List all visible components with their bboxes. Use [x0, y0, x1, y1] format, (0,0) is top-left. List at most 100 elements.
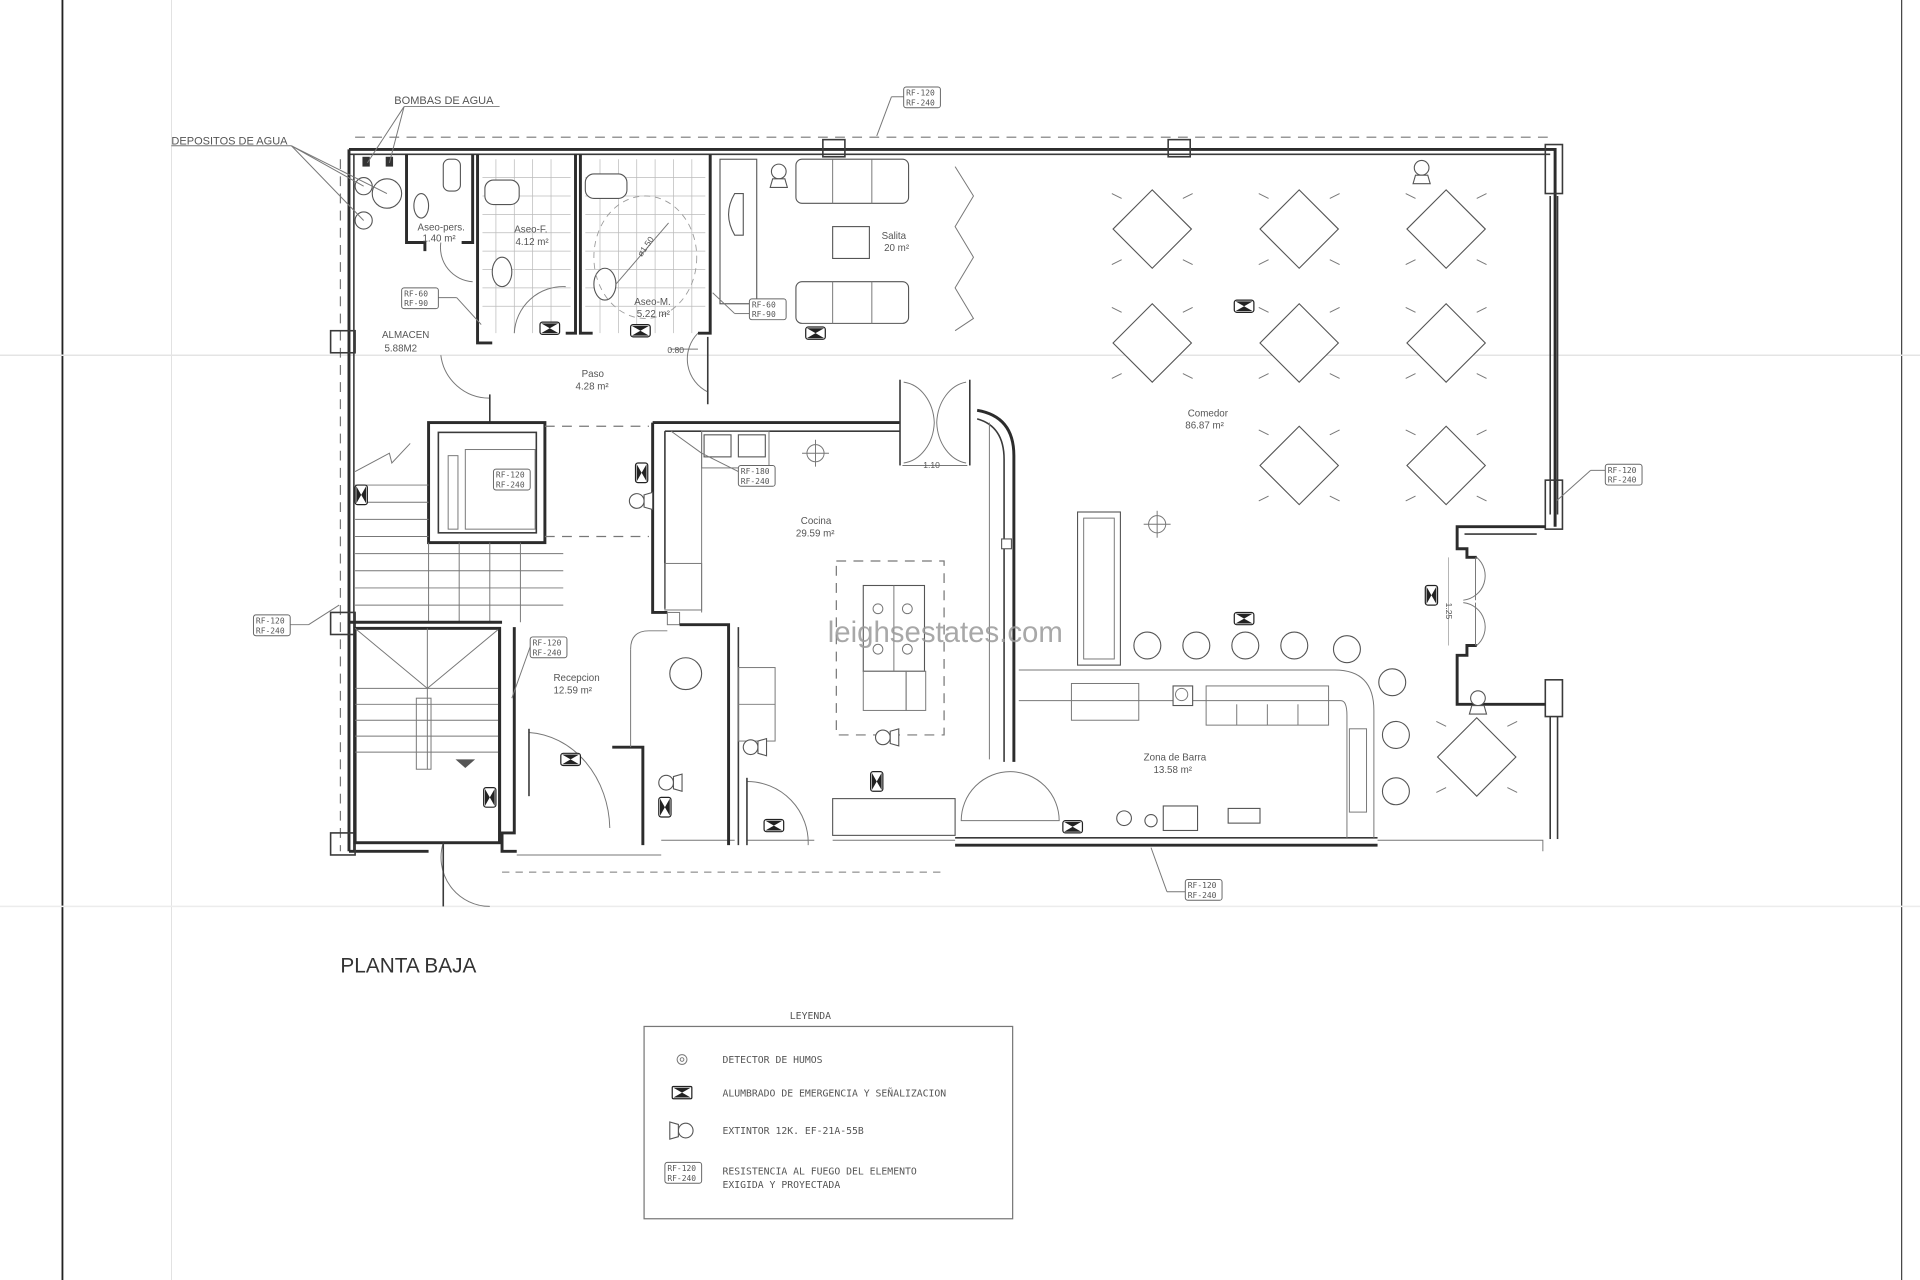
salita-furniture [719, 158, 975, 332]
table [1405, 189, 1487, 270]
svg-text:RF-120: RF-120 [256, 616, 285, 625]
table [1405, 302, 1487, 383]
bar-zone [1018, 511, 1410, 838]
extinguisher-icon [658, 773, 683, 793]
tile-grid-aseo-m [585, 159, 706, 334]
extinguisher-icon [628, 491, 654, 511]
fire-rating-tag: RF-60 RF-90 [401, 287, 482, 325]
extinguisher-icon [669, 1121, 694, 1140]
svg-text:RF-240: RF-240 [1608, 476, 1637, 485]
room-area: 20 m² [884, 243, 910, 254]
svg-text:RF-240: RF-240 [533, 648, 562, 657]
legend-item-label: DETECTOR DE HUMOS [722, 1055, 822, 1066]
smoke-detector-icon [802, 439, 829, 467]
emergency-light-icon [483, 786, 497, 808]
kitchen: 1.10 [630, 379, 1060, 846]
smoke-detector-icon [676, 1054, 688, 1065]
water-equipment: BOMBAS DE AGUA DEPOSITOS DE AGUA [171, 95, 500, 230]
room-name: Aseo-M. [634, 297, 670, 308]
room-name: Salita [882, 231, 907, 242]
svg-text:RF-240: RF-240 [496, 481, 525, 490]
legend-item-label: RESISTENCIA AL FUEGO DEL ELEMENTO [722, 1167, 916, 1178]
table [1258, 189, 1340, 270]
emergency-light-icon [763, 818, 785, 833]
callout-water-pumps: BOMBAS DE AGUA [394, 95, 494, 107]
table [1111, 189, 1193, 270]
drawing-title: PLANTA BAJA [340, 955, 476, 978]
extinguisher-icon [874, 728, 900, 747]
emergency-light-icon [1233, 611, 1255, 626]
room-area: 1.40 m² [422, 233, 456, 244]
svg-text:RF-120: RF-120 [1188, 881, 1217, 890]
svg-text:RF-240: RF-240 [1188, 891, 1217, 900]
svg-text:RF-240: RF-240 [667, 1174, 696, 1183]
emergency-light-icon [1424, 584, 1439, 606]
emergency-light-icon [1233, 299, 1255, 313]
emergency-light-icon [671, 1085, 693, 1100]
emergency-light-icon [354, 484, 368, 506]
emergency-light-icon [658, 796, 672, 818]
callout-water-tanks: DEPOSITOS DE AGUA [171, 136, 288, 148]
emergency-light-icon [539, 321, 561, 336]
dim-entrance-door: 1.25 [1444, 603, 1454, 620]
svg-text:RF-60: RF-60 [404, 289, 428, 298]
fire-rating-tag: RF-120 RF-240 [1150, 847, 1223, 901]
svg-text:RF-90: RF-90 [752, 310, 776, 319]
legend-item-label: ALUMBRADO DE EMERGENCIA Y SEÑALIZACION [722, 1086, 946, 1099]
fire-rating-tag: RF-60 RF-90 [712, 292, 787, 321]
fire-extinguishers [628, 159, 1488, 793]
lift-and-stairs [348, 421, 649, 907]
fire-rating-icon: RF-120 RF-240 [664, 1161, 703, 1184]
table [1111, 302, 1193, 383]
svg-text:RF-240: RF-240 [256, 626, 285, 635]
fire-rating-tag: RF-120 RF-240 [492, 468, 531, 491]
legend-item-label: EXTINTOR 12K. EF-21A-55B [722, 1126, 863, 1137]
room-area: 4.12 m² [516, 237, 550, 248]
emergency-light-icon [805, 326, 826, 340]
room-area: 13.58 m² [1153, 765, 1192, 776]
table [1258, 425, 1340, 506]
table [1258, 302, 1340, 383]
dim-toilet-door: 0.80 [667, 345, 684, 355]
entrance-vestibule: 1.25 [1444, 525, 1546, 706]
room-name: Aseo-pers. [418, 222, 465, 233]
room-name: Comedor [1188, 408, 1229, 419]
room-name: Zona de Barra [1144, 753, 1207, 764]
dim-kitchen-door: 1.10 [923, 460, 940, 470]
emergency-light-icon [634, 462, 649, 484]
svg-text:RF-120: RF-120 [906, 89, 935, 98]
svg-text:RF-120: RF-120 [667, 1164, 696, 1173]
svg-text:RF-120: RF-120 [496, 471, 525, 480]
extinguisher-icon [1468, 690, 1488, 715]
fire-rating-tag: RF-120 RF-240 [876, 86, 941, 137]
stair-treads [355, 484, 564, 623]
svg-text:RF-240: RF-240 [906, 98, 935, 107]
svg-text:RF-240: RF-240 [741, 477, 770, 486]
legend-item-label-cont: EXIGIDA Y PROYECTADA [722, 1180, 840, 1191]
watermark: leighsestates.com [828, 616, 1063, 649]
emergency-light-icon [870, 771, 884, 792]
room-area: 86.87 m² [1185, 421, 1224, 432]
extinguisher-icon [742, 737, 768, 757]
smoke-detector-icon [1143, 510, 1171, 538]
room-area: 12.59 m² [553, 685, 592, 696]
room-name: Aseo-F. [514, 225, 547, 236]
fire-rating-tag: RF-120 RF-240 [252, 604, 340, 637]
room-labels: Aseo-pers. 1.40 m² Aseo-F. 4.12 m² Aseo-… [382, 222, 1229, 776]
fire-rating-tag: RF-120 RF-240 [511, 636, 568, 699]
toilets-block: ø1.50 0.80 [405, 154, 712, 405]
extinguisher-icon [769, 163, 789, 188]
room-area: 29.59 m² [796, 528, 835, 539]
room-area: 4.28 m² [576, 382, 610, 393]
dining-tables [1111, 189, 1518, 797]
tile-grid-aseo-f [482, 159, 571, 334]
extinguisher-icon [1412, 159, 1431, 185]
legend-box [643, 1025, 1014, 1220]
storage-and-corridor [440, 355, 491, 423]
fire-rating-tags: RF-120 RF-240 RF-60 RF-90 RF-60 RF-90 RF… [252, 86, 1643, 901]
building-outline [329, 136, 1564, 856]
svg-text:RF-180: RF-180 [741, 467, 770, 476]
fire-rating-tag: RF-120 RF-240 [1556, 463, 1643, 502]
room-area: 5.88M2 [384, 344, 417, 355]
